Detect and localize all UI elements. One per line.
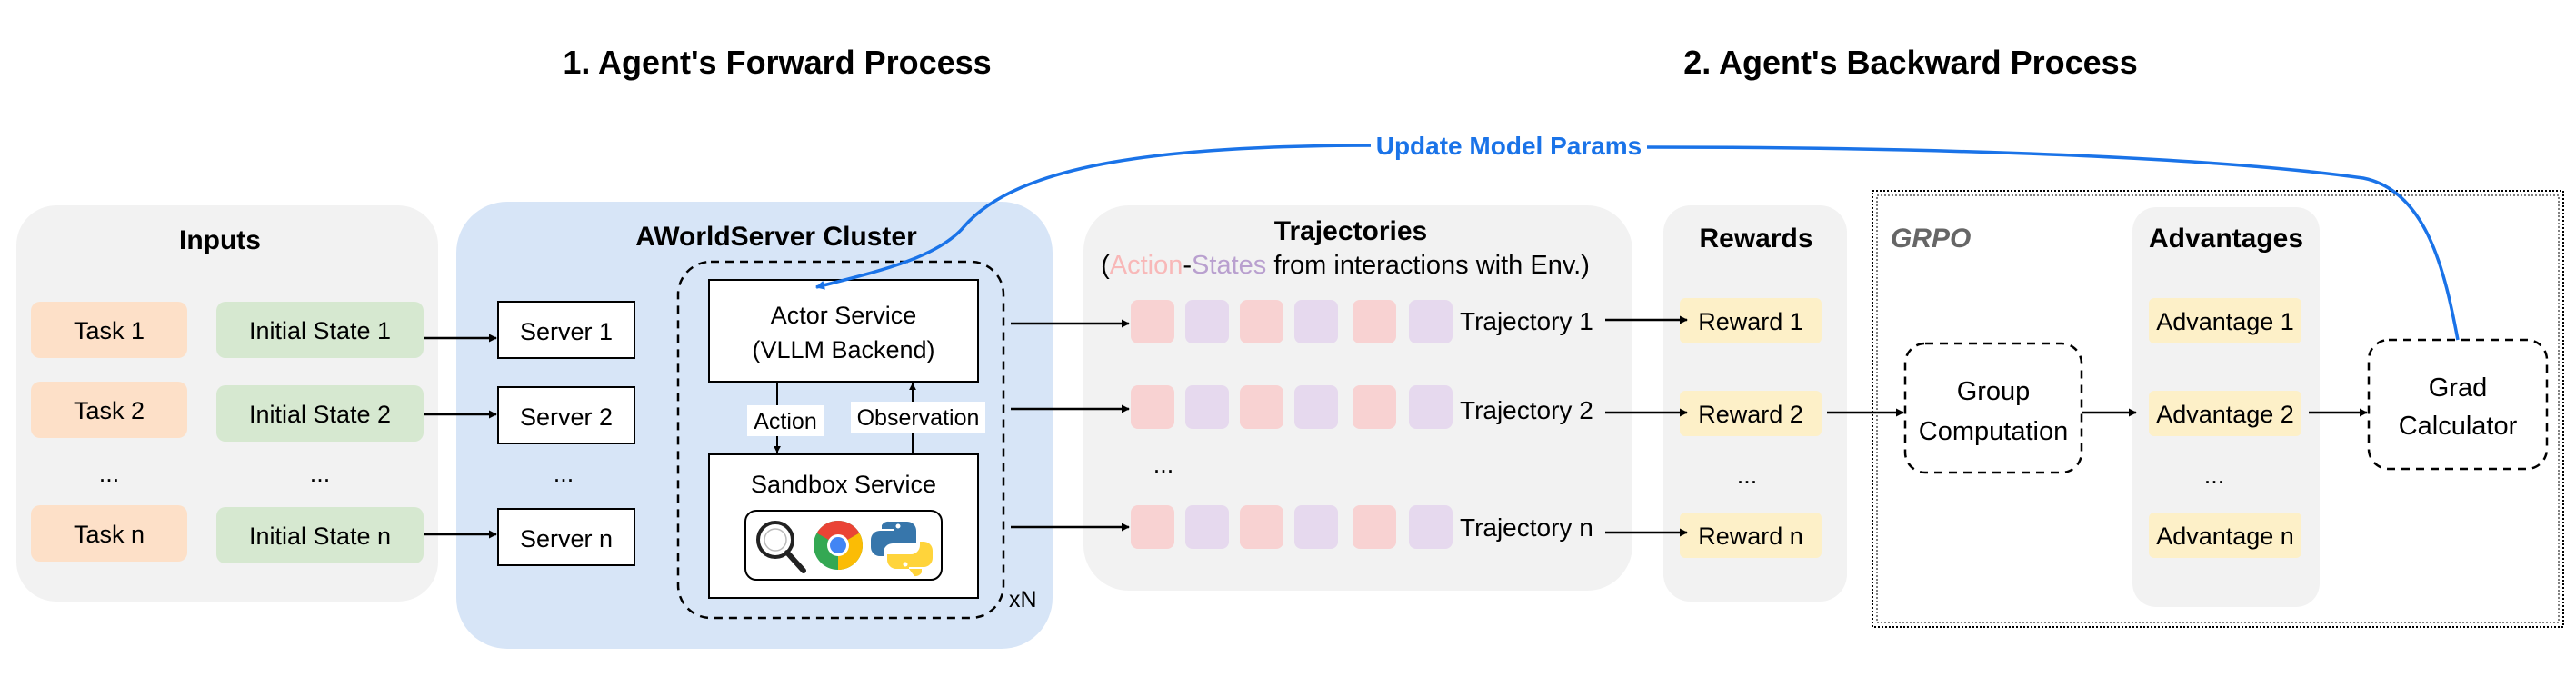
group-computation-line2: Computation [1919,417,2068,446]
state-cell [1185,505,1229,549]
action-cell [1131,385,1174,429]
action-cell [1353,505,1396,549]
action-cell [1131,300,1174,344]
state-box-2 [216,385,424,442]
inputs-title: Inputs [179,225,261,255]
observation-label-bg [851,402,985,433]
action-cell [1240,505,1283,549]
trajectory-row-2 [1131,385,1453,429]
update-params-label: Update Model Params [1376,132,1642,160]
trajectory-label-1: Trajectory 1 [1460,307,1593,335]
state-cell [1409,385,1453,429]
trajectories-subtitle: (Action-States from interactions with En… [1101,251,1590,280]
state-ellipsis: ... [310,460,331,487]
task-box-1 [31,302,187,358]
server-ellipsis: ... [554,460,574,487]
grad-calculator-line2: Calculator [2399,412,2518,441]
action-cell [1240,385,1283,429]
server-box-1 [497,301,635,359]
grpo-border-inner [1876,194,2560,623]
state-cell [1409,505,1453,549]
state-label-n: Initial State n [249,523,391,550]
state-cell [1294,300,1338,344]
server-box-2 [497,386,635,444]
advantage-box-2 [2149,391,2301,436]
task-ellipsis: ... [99,460,120,487]
trajectory-label-n: Trajectory n [1460,513,1593,542]
update-params-arrow [815,144,2460,341]
reward-label-1: Reward 1 [1698,308,1803,335]
action-label-bg [747,405,824,436]
task-box-n [31,505,187,562]
sandbox-service-label: Sandbox Service [751,471,936,498]
task-label-1: Task 1 [74,317,145,344]
service-group-dashed [676,260,1005,620]
reward-label-n: Reward n [1698,523,1803,550]
grpo-label: GRPO [1891,224,1971,254]
update-label-bg [1371,129,1647,162]
state-cell [1185,300,1229,344]
advantages-title: Advantages [2149,224,2303,254]
chrome-icon [814,520,864,570]
trajectory-row-1 [1131,300,1453,344]
backward-process-title: 2. Agent's Backward Process [1683,44,2137,81]
task-label-n: Task n [74,521,145,548]
group-computation-box [1903,342,2083,474]
task-box-2 [31,382,187,438]
reward-label-2: Reward 2 [1698,401,1803,428]
reward-box-1 [1680,298,1822,344]
state-label-1: Initial State 1 [249,317,391,344]
advantage-box-1 [2149,298,2301,344]
actor-service-label: Actor Service [771,302,917,329]
actor-backend-label: (VLLM Backend) [752,336,934,363]
server-label-1: Server 1 [520,318,613,345]
server-label-2: Server 2 [520,403,613,431]
server-box-n [497,508,635,566]
rewards-title: Rewards [1699,224,1812,254]
trajectories-title: Trajectories [1274,216,1427,246]
state-cell [1409,300,1453,344]
state-cell [1294,385,1338,429]
grad-calculator-box [2367,338,2549,471]
state-cell [1294,505,1338,549]
trajectory-ellipsis: ... [1153,451,1174,478]
observation-label: Observation [857,405,980,431]
trajectory-label-2: Trajectory 2 [1460,396,1593,424]
reward-box-n [1680,513,1822,558]
state-box-n [216,507,424,563]
search-icon [756,521,806,573]
action-cell [1353,385,1396,429]
state-label-2: Initial State 2 [249,401,391,428]
forward-process-title: 1. Agent's Forward Process [563,44,991,81]
action-cell [1131,505,1174,549]
task-label-2: Task 2 [74,397,145,424]
action-cell [1240,300,1283,344]
group-computation-line1: Group [1957,377,2031,406]
grpo-border-outer [1872,190,2564,628]
advantage-label-2: Advantage 2 [2156,401,2294,428]
subtitle-states: States [1192,251,1266,280]
advantage-label-1: Advantage 1 [2156,308,2294,335]
state-cell [1185,385,1229,429]
python-icon [871,521,933,577]
grad-calculator-line1: Grad [2429,373,2487,403]
advantage-ellipsis: ... [2204,462,2225,489]
reward-box-2 [1680,391,1822,436]
advantage-label-n: Advantage n [2156,523,2294,550]
trajectory-row-n [1131,505,1453,549]
actor-service-box [708,279,979,383]
action-cell [1353,300,1396,344]
advantage-box-n [2149,513,2301,558]
server-label-n: Server n [520,525,613,553]
reward-ellipsis: ... [1737,462,1758,489]
subtitle-action: Action [1110,251,1183,280]
action-label: Action [754,409,816,434]
cluster-title: AWorldServer Cluster [635,222,917,252]
multiplier-label: xN [1009,587,1037,612]
state-box-1 [216,302,424,358]
